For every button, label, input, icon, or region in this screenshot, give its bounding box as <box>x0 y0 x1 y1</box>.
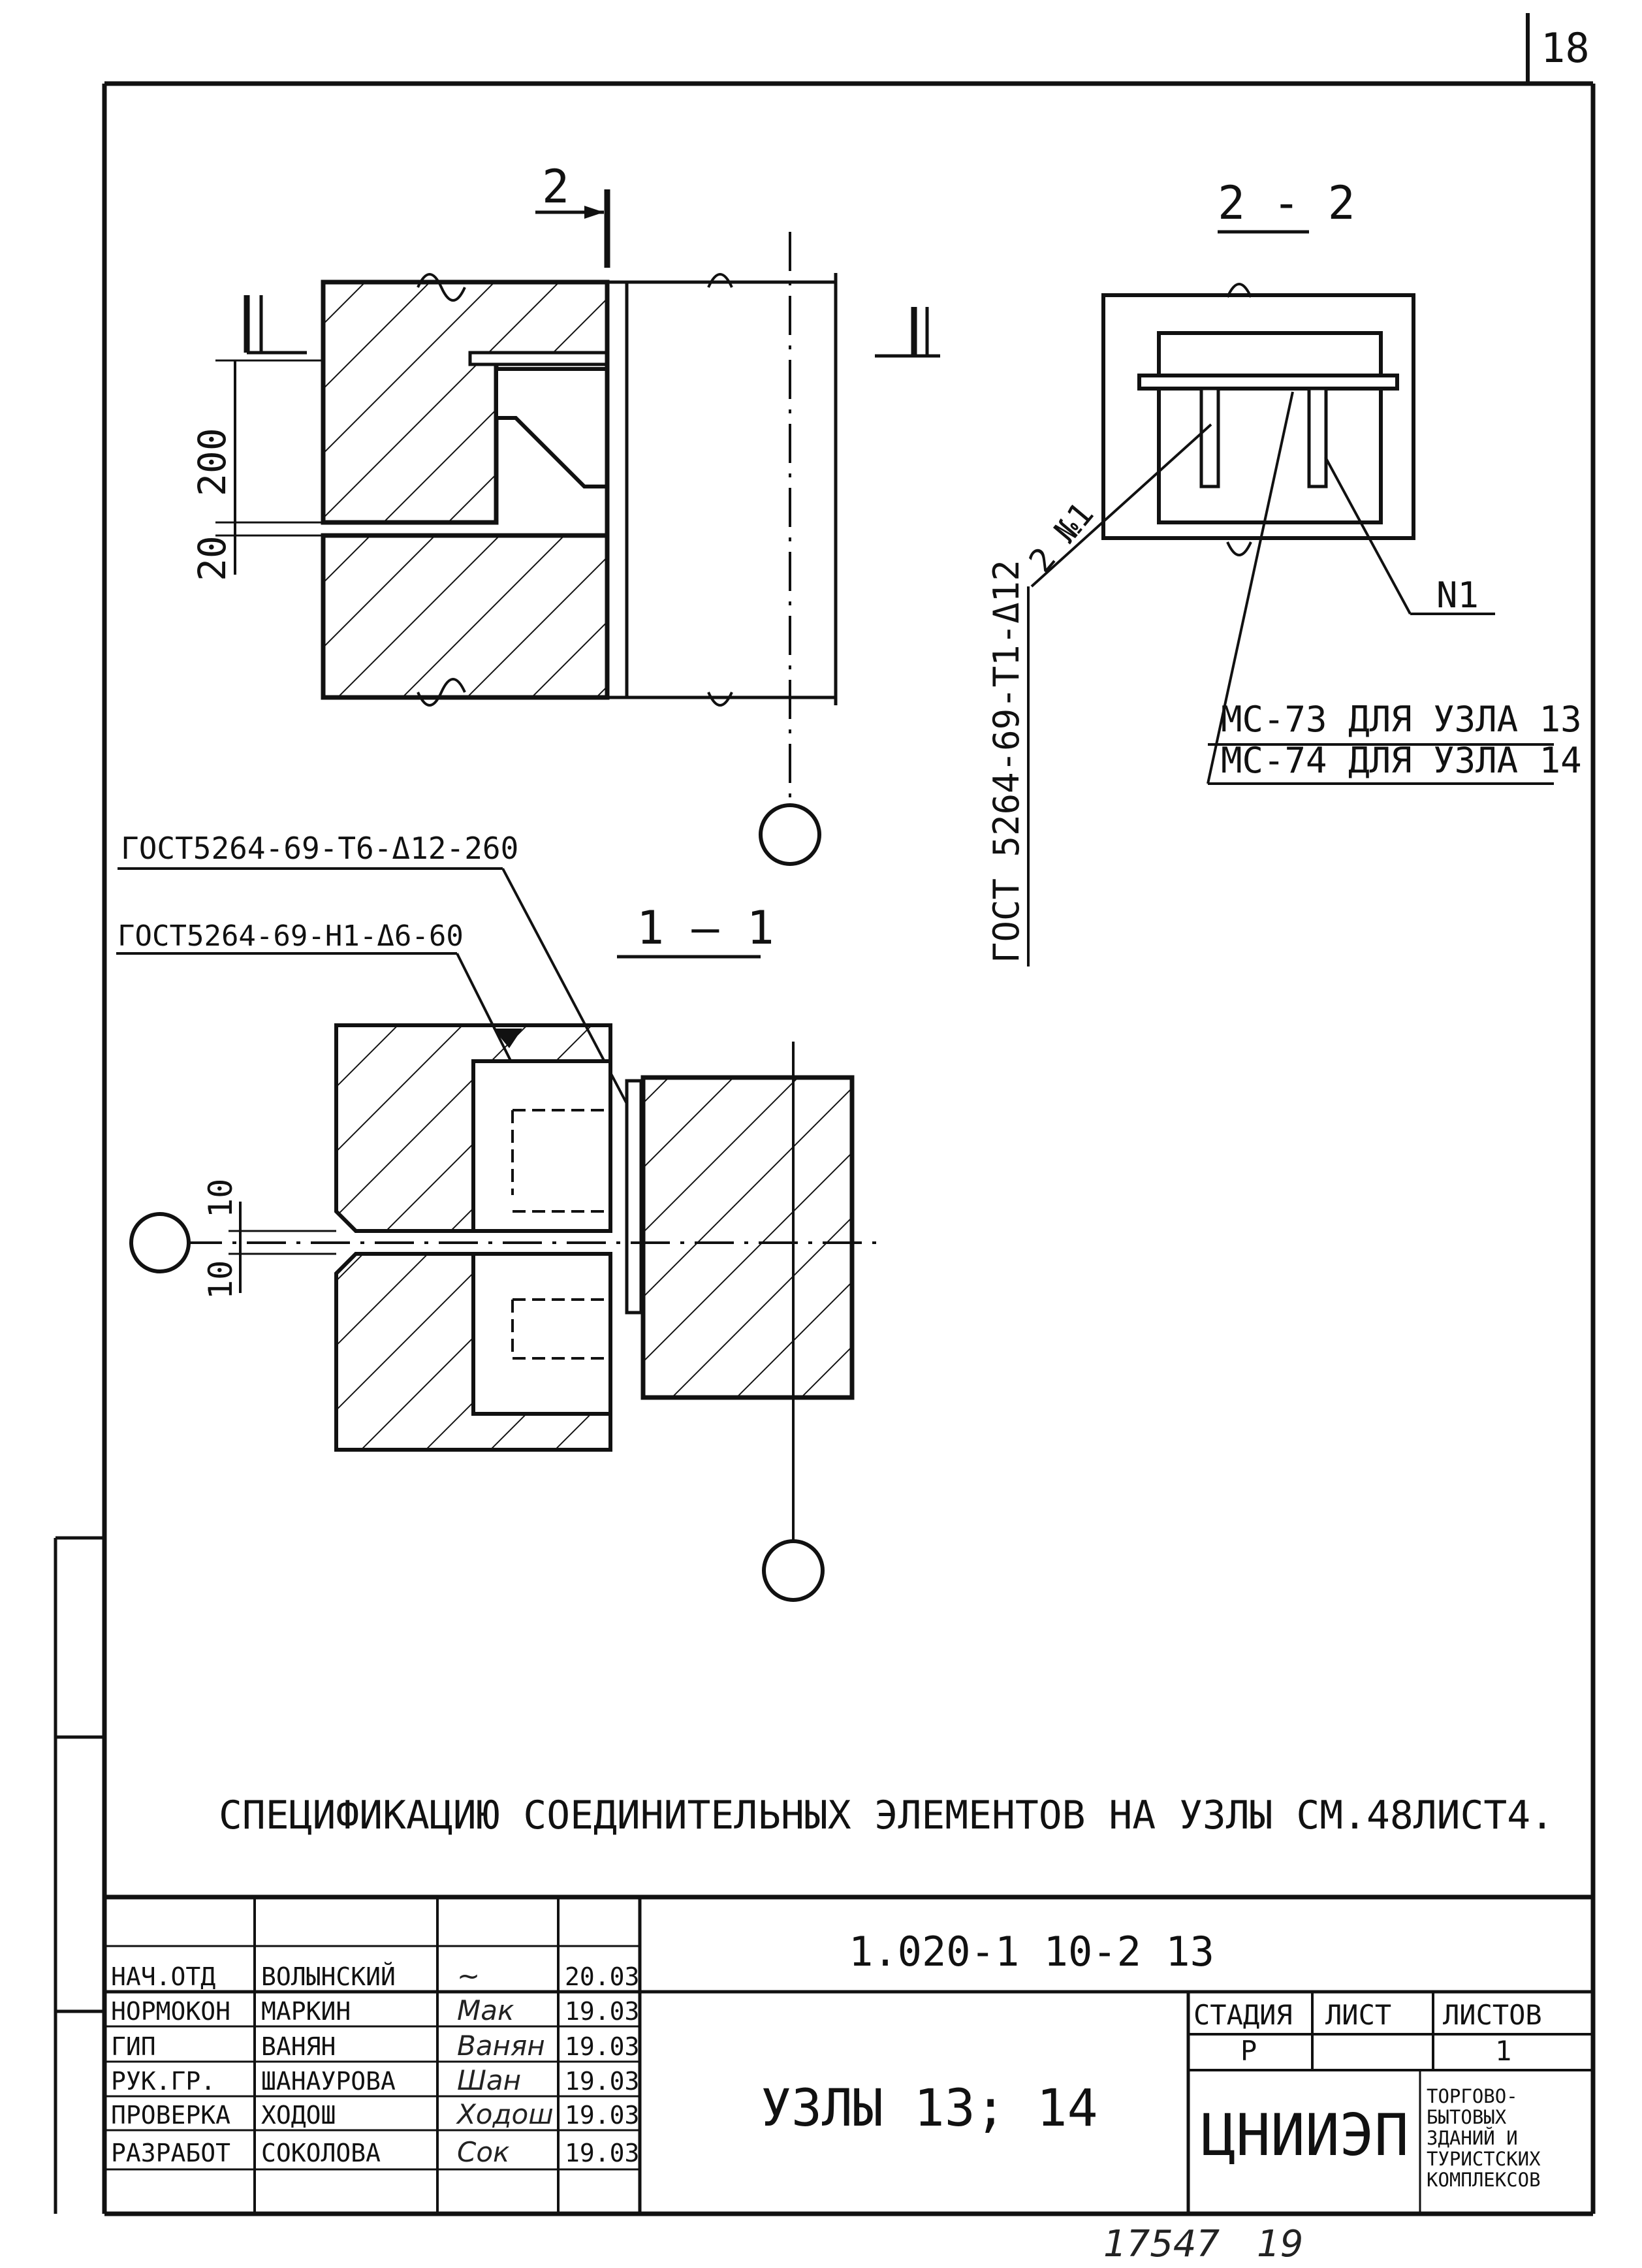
anchor-left <box>1199 387 1220 488</box>
name: ВАНЯН <box>261 2032 336 2061</box>
specification-note: СПЕЦИФИКАЦИЮ СОЕДИНИТЕЛЬНЫХ ЭЛЕМЕНТОВ НА… <box>219 1793 1554 1838</box>
dim-20: 20 <box>190 535 234 581</box>
callout-gost-t6: ГОСТ5264-69-Т6-Δ12-260 <box>121 831 518 866</box>
callout-mc73: МС-73 ДЛЯ УЗЛА 13 <box>1221 699 1582 740</box>
name: МАРКИН <box>261 1997 351 2026</box>
sheets-value: 1 <box>1495 2035 1511 2067</box>
title-block: 1.020-1 10-2 13 УЗЛЫ 13; 14 СТАДИЯ ЛИСТ … <box>104 1894 1593 2214</box>
signature-row: РУК.ГР. ШАНАУРОВА Шан 19.03 <box>111 2064 639 2096</box>
role: РУК.ГР. <box>111 2067 215 2096</box>
stage-header: СТАДИЯ <box>1193 1999 1293 2031</box>
signature: Мак <box>457 1994 514 2026</box>
sheet-header: ЛИСТ <box>1325 1999 1391 2031</box>
signature-row: НАЧ.ОТД ВОЛЫНСКИЙ ~ 20.03 <box>111 1960 639 1992</box>
section-2-2-outline <box>1101 293 1415 540</box>
name: ВОЛЫНСКИЙ <box>261 1962 396 1991</box>
signature: Ванян <box>457 2030 545 2062</box>
footer-inventory-number: 17547 <box>1103 2223 1220 2265</box>
callout-2-n1: 2 №1 <box>1022 495 1101 580</box>
break-mark-bottom <box>417 678 466 707</box>
anchor-right <box>1307 387 1328 488</box>
weld-top <box>493 1029 522 1048</box>
drawing-title: УЗЛЫ 13; 14 <box>761 2079 1098 2138</box>
date: 19.03 <box>565 1997 639 2026</box>
role: ГИП <box>111 2032 156 2061</box>
signature: Ходош <box>456 2098 554 2130</box>
stage-value: Р <box>1240 2035 1257 2067</box>
embedded-plate <box>468 351 609 366</box>
dim-200: 200 <box>190 428 234 496</box>
organization-sub-4: КОМПЛЕКСОВ <box>1427 2169 1541 2191</box>
organization-sub-2: ЗДАНИЙ И <box>1427 2127 1518 2149</box>
dim-10-bottom: 10 <box>202 1260 240 1300</box>
organization-sub-3: ТУРИСТСКИХ <box>1427 2148 1541 2170</box>
signature: ~ <box>457 1960 480 1992</box>
signature: Шан <box>457 2064 521 2096</box>
bracket <box>494 367 609 488</box>
footer-page-number: 19 <box>1257 2223 1303 2265</box>
date: 19.03 <box>565 2139 639 2167</box>
channel-lower <box>471 1252 612 1416</box>
signature-row: РАЗРАБОТ СОКОЛОВА Сок 19.03 <box>111 2136 639 2168</box>
vertical-plate-1-1 <box>625 1079 643 1315</box>
sheet-number: 18 <box>1541 24 1590 72</box>
plate-2-2 <box>1137 374 1399 391</box>
date: 19.03 <box>565 2032 639 2061</box>
signature: Сок <box>457 2136 510 2168</box>
callout-gost-vertical: ГОСТ 5264-69-Т1-Δ12 <box>986 560 1027 963</box>
organization-sub-0: ТОРГОВО- <box>1427 2085 1518 2107</box>
signature-row: НОРМОКОН МАРКИН Мак 19.03 <box>111 1994 639 2026</box>
name: ШАНАУРОВА <box>261 2067 396 2096</box>
lower-concrete-block <box>321 533 610 700</box>
name: ХОДОШ <box>261 2101 336 2130</box>
cut-2-label: 2 <box>542 160 569 214</box>
callout-mc74: МС-74 ДЛЯ УЗЛА 14 <box>1221 740 1582 781</box>
break-mark-top <box>417 273 466 302</box>
column-1-1 <box>640 1075 855 1400</box>
organization-sub-1: БЫТОВЫХ <box>1427 2106 1507 2128</box>
organization: ЦНИИЭП <box>1201 2101 1409 2169</box>
callout-n1: N1 <box>1436 575 1479 616</box>
role: НОРМОКОН <box>111 1997 230 2026</box>
date: 19.03 <box>565 2067 639 2096</box>
channel-upper <box>471 1059 612 1233</box>
role: НАЧ.ОТД <box>111 1962 215 1991</box>
axis-bubble-left <box>129 1212 191 1273</box>
name: СОКОЛОВА <box>261 2139 381 2167</box>
section-2-2-title: 2 - 2 <box>1218 176 1355 230</box>
role: ПРОВЕРКА <box>111 2101 230 2130</box>
axis-bubble-upper <box>759 803 821 866</box>
elevation-view: 2 200 20 <box>190 160 940 866</box>
role: РАЗРАБОТ <box>111 2139 230 2167</box>
dim-10-top: 10 <box>202 1179 240 1218</box>
section-1-1-title: 1 — 1 <box>637 901 774 955</box>
signature-row: ПРОВЕРКА ХОДОШ Ходош 19.03 <box>111 2098 639 2130</box>
signature-row: ГИП ВАНЯН Ванян 19.03 <box>111 2030 639 2062</box>
sheet-frame <box>54 13 1596 2216</box>
sheets-header: ЛИСТОВ <box>1443 1999 1542 2031</box>
axis-bubble-lower <box>762 1539 825 1602</box>
section-2-2: 2 - 2 N1 2 №1 ГОСТ 5264-69-Т1-Δ12 МС-73 … <box>986 176 1582 966</box>
date: 20.03 <box>565 1962 639 1991</box>
date: 19.03 <box>565 2101 639 2130</box>
document-code: 1.020-1 10-2 13 <box>849 1928 1214 1975</box>
callout-gost-n1: ГОСТ5264-69-Н1-Δ6-60 <box>118 919 464 953</box>
section-1-1: 1 — 1 ГОСТ5264-69-Т6-Δ12-260 ГОСТ5264-69… <box>116 831 878 1602</box>
